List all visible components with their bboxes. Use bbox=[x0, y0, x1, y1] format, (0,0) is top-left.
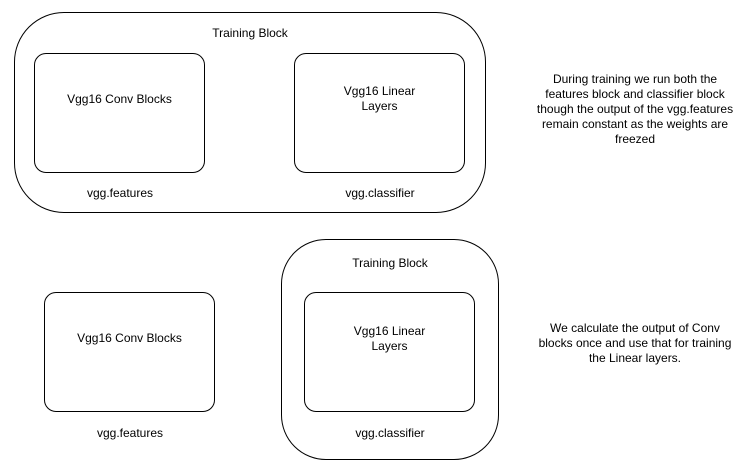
linear-layers-label-top: Vgg16 Linear Layers bbox=[343, 84, 416, 113]
conv-blocks-label-top: Vgg16 Conv Blocks bbox=[67, 92, 172, 106]
conv-blocks-box-bottom bbox=[44, 292, 215, 412]
note-top: During training we run both the features… bbox=[536, 72, 734, 146]
training-block-title-bottom: Training Block bbox=[352, 256, 428, 270]
training-block-title-top: Training Block bbox=[212, 26, 288, 40]
features-caption-top: vgg.features bbox=[86, 186, 154, 200]
linear-layers-box-top bbox=[294, 53, 465, 173]
classifier-caption-bottom: vgg.classifier bbox=[355, 426, 425, 440]
conv-blocks-label-bottom: Vgg16 Conv Blocks bbox=[77, 331, 182, 345]
conv-blocks-box-top bbox=[34, 53, 205, 173]
features-caption-bottom: vgg.features bbox=[96, 426, 164, 440]
classifier-caption-top: vgg.classifier bbox=[345, 186, 415, 200]
note-bottom: We calculate the output of Conv blocks o… bbox=[538, 321, 732, 365]
linear-layers-label-bottom: Vgg16 Linear Layers bbox=[353, 324, 426, 353]
linear-layers-box-bottom bbox=[304, 292, 475, 412]
